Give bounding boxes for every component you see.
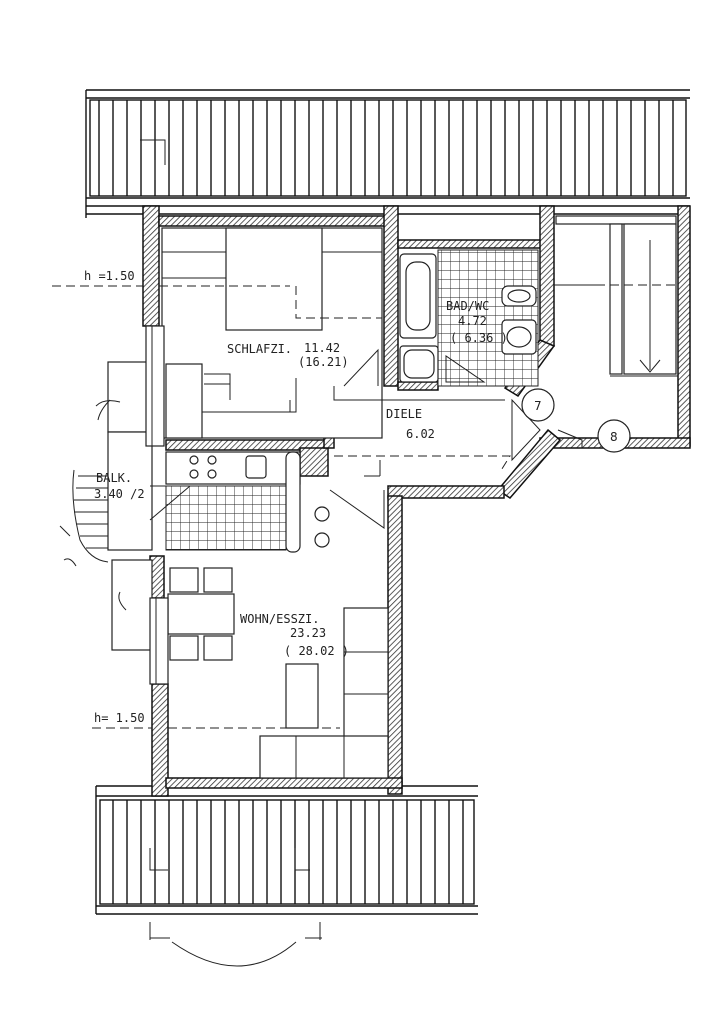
roof-top — [85, 89, 690, 218]
label-wohn-area: 23.23 — [290, 626, 326, 640]
label-balkon-name: BALK. — [96, 471, 132, 485]
staircase — [554, 215, 678, 448]
height-lines — [52, 285, 340, 729]
balcony — [59, 325, 192, 685]
label-height-top: h =1.50 — [84, 269, 135, 283]
roof-bottom — [95, 785, 478, 967]
marker-eight-text: 8 — [610, 430, 618, 444]
marker-seven-circle — [521, 388, 555, 422]
label-wohn-area-gross: ( 28.02 ) — [284, 644, 349, 658]
kitchen — [165, 451, 330, 553]
label-bad-area: 4.72 — [458, 314, 487, 328]
bath-fixtures — [399, 249, 539, 387]
label-diele-name: DIELE — [386, 407, 422, 421]
label-schlafzimmer-area: 11.42 — [304, 341, 340, 355]
label-schlafzimmer-area-gross: (16.21) — [298, 355, 349, 369]
markers: 7 8 — [521, 388, 631, 453]
marker-eight-circle — [597, 419, 631, 453]
living-furniture — [167, 567, 389, 779]
label-bad-name: BAD/WC — [446, 299, 489, 313]
marker-seven-text: 7 — [534, 399, 542, 413]
label-diele-area: 6.02 — [406, 427, 435, 441]
room-labels: SCHLAFZI. 11.42 (16.21) BAD/WC 4.72 ( 6.… — [84, 269, 508, 725]
diele-details — [329, 386, 541, 529]
label-balkon-area: 3.40 /2 — [94, 487, 145, 501]
bedroom-furniture — [161, 227, 383, 439]
label-bad-area-gross: ( 6.36 ) — [450, 331, 508, 345]
label-height-bottom: h= 1.50 — [94, 711, 145, 725]
label-schlafzimmer-name: SCHLAFZI. — [227, 342, 292, 356]
label-wohn-name: WOHN/ESSZI. — [240, 612, 319, 626]
